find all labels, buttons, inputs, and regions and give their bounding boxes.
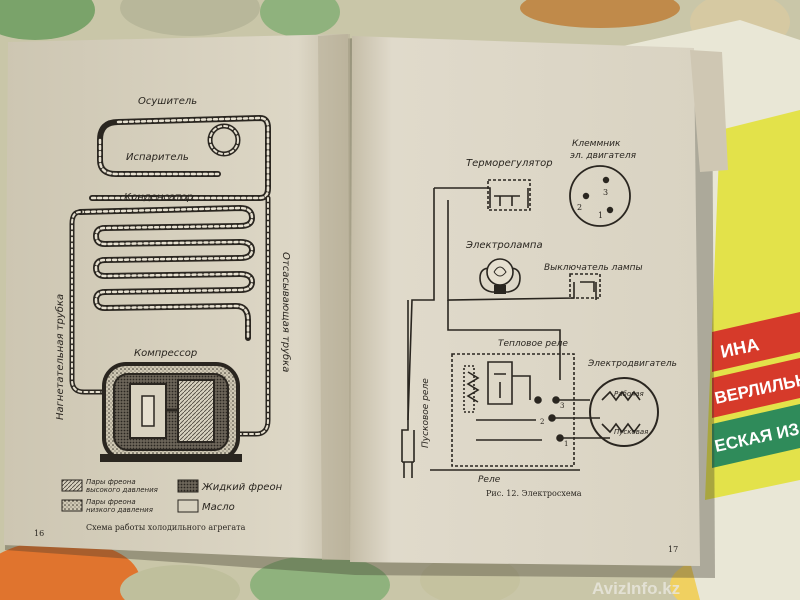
label-lamp: Электролампа: [465, 240, 543, 251]
terminal-label-3: 3: [603, 188, 608, 197]
label-working-winding: Рабочая: [614, 390, 644, 398]
legend-swatch-low: [61, 499, 83, 512]
legend-low-line2: низкого давления: [86, 506, 153, 514]
relay-terminal-3: 3: [560, 402, 564, 410]
relay-terminal-2: 2: [540, 418, 544, 426]
legend-high-line1: Пары фреона: [86, 478, 136, 486]
left-page: Осушитель Испаритель Конденсатор Компрес…: [4, 34, 352, 560]
right-page-number: 17: [668, 545, 678, 554]
label-condenser: Конденсатор: [124, 192, 193, 203]
terminal-label-1: 1: [598, 211, 603, 220]
label-lamp-switch: Выключатель лампы: [544, 263, 643, 273]
watermark: AvizInfo.kz: [592, 579, 680, 598]
label-compressor: Компрессор: [134, 348, 197, 359]
legend-liquid: Жидкий фреон: [201, 482, 283, 493]
label-thermoregulator: Терморегулятор: [466, 158, 553, 169]
right-page: 2 3 1 Терморегулятор Клеммник эл. двигат…: [350, 36, 728, 566]
right-caption: Рис. 12. Электросхема: [486, 489, 582, 498]
left-page-number: 16: [34, 529, 44, 538]
label-suction-tube: Отсасывающая трубка: [280, 252, 292, 372]
compressor-drawing: [100, 362, 242, 462]
left-caption: Схема работы холодильного агрегата: [86, 523, 246, 532]
relay-terminal-1: 1: [564, 440, 568, 448]
refrigeration-tubing: [69, 115, 271, 437]
label-relay: Реле: [478, 475, 501, 485]
legend-oil: Масло: [202, 502, 235, 513]
label-motor: Электродвигатель: [587, 359, 677, 369]
terminal-block-drawing: 2 3 1: [569, 165, 631, 227]
label-terminal-block-2: эл. двигателя: [570, 151, 637, 161]
label-dryer: Осушитель: [138, 96, 197, 107]
label-evaporator: Испаритель: [126, 152, 189, 163]
label-starting-winding: Пусковая: [614, 428, 648, 436]
legend: Пары фреона высокого давления Пары фреон…: [61, 478, 283, 514]
label-discharge-tube: Нагнетательная трубка: [54, 294, 66, 420]
label-start-relay: Пусковое реле: [421, 378, 431, 448]
lamp-drawing: [486, 258, 514, 294]
legend-swatch-liquid: [177, 479, 199, 493]
label-thermal-relay: Тепловое реле: [498, 339, 568, 349]
legend-swatch-high: [61, 479, 83, 492]
legend-low-line1: Пары фреона: [86, 498, 136, 506]
terminal-label-2: 2: [577, 203, 582, 212]
legend-high-line2: высокого давления: [86, 486, 158, 494]
legend-swatch-oil: [177, 499, 199, 513]
label-terminal-block-1: Клеммник: [572, 139, 621, 149]
wiring-diagram: [401, 179, 659, 478]
